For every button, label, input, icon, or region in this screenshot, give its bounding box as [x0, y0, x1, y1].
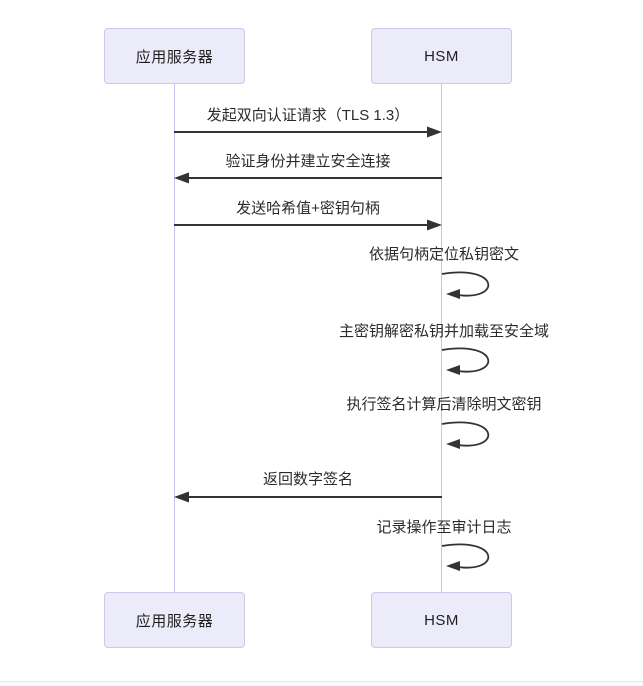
message-label-1: 发起双向认证请求（TLS 1.3） [206, 107, 410, 124]
message-label-8: 记录操作至审计日志 [376, 519, 512, 536]
message-label-3: 发送哈希值+密钥句柄 [236, 200, 380, 217]
message-label-5: 主密钥解密私钥并加载至安全域 [338, 323, 549, 340]
actor-label-app-server: 应用服务器 [135, 612, 214, 630]
lifeline-hsm [441, 84, 442, 592]
message-label-7: 返回数字签名 [262, 471, 353, 488]
message-label-6: 执行签名计算后清除明文密钥 [346, 396, 542, 413]
actor-hsm-bottom: HSM [371, 592, 512, 648]
actor-label-hsm: HSM [424, 611, 459, 629]
actor-app-server-bottom: 应用服务器 [104, 592, 245, 648]
self-loop-icon [441, 421, 490, 449]
lifeline-app-server [174, 84, 175, 592]
page-bottom-divider [0, 681, 643, 686]
arrow-left-icon [174, 172, 442, 184]
actor-label-hsm: HSM [424, 47, 459, 65]
actor-label-app-server: 应用服务器 [135, 48, 214, 66]
arrow-left-icon [174, 491, 442, 503]
self-loop-icon [441, 271, 490, 299]
message-label-4: 依据句柄定位私钥密文 [368, 246, 519, 263]
message-label-2: 验证身份并建立安全连接 [225, 153, 391, 170]
arrow-right-icon [174, 126, 442, 138]
arrow-right-icon [174, 219, 442, 231]
actor-hsm-top: HSM [371, 28, 512, 84]
actor-app-server-top: 应用服务器 [104, 28, 245, 84]
self-loop-icon [441, 543, 490, 571]
self-loop-icon [441, 347, 490, 375]
